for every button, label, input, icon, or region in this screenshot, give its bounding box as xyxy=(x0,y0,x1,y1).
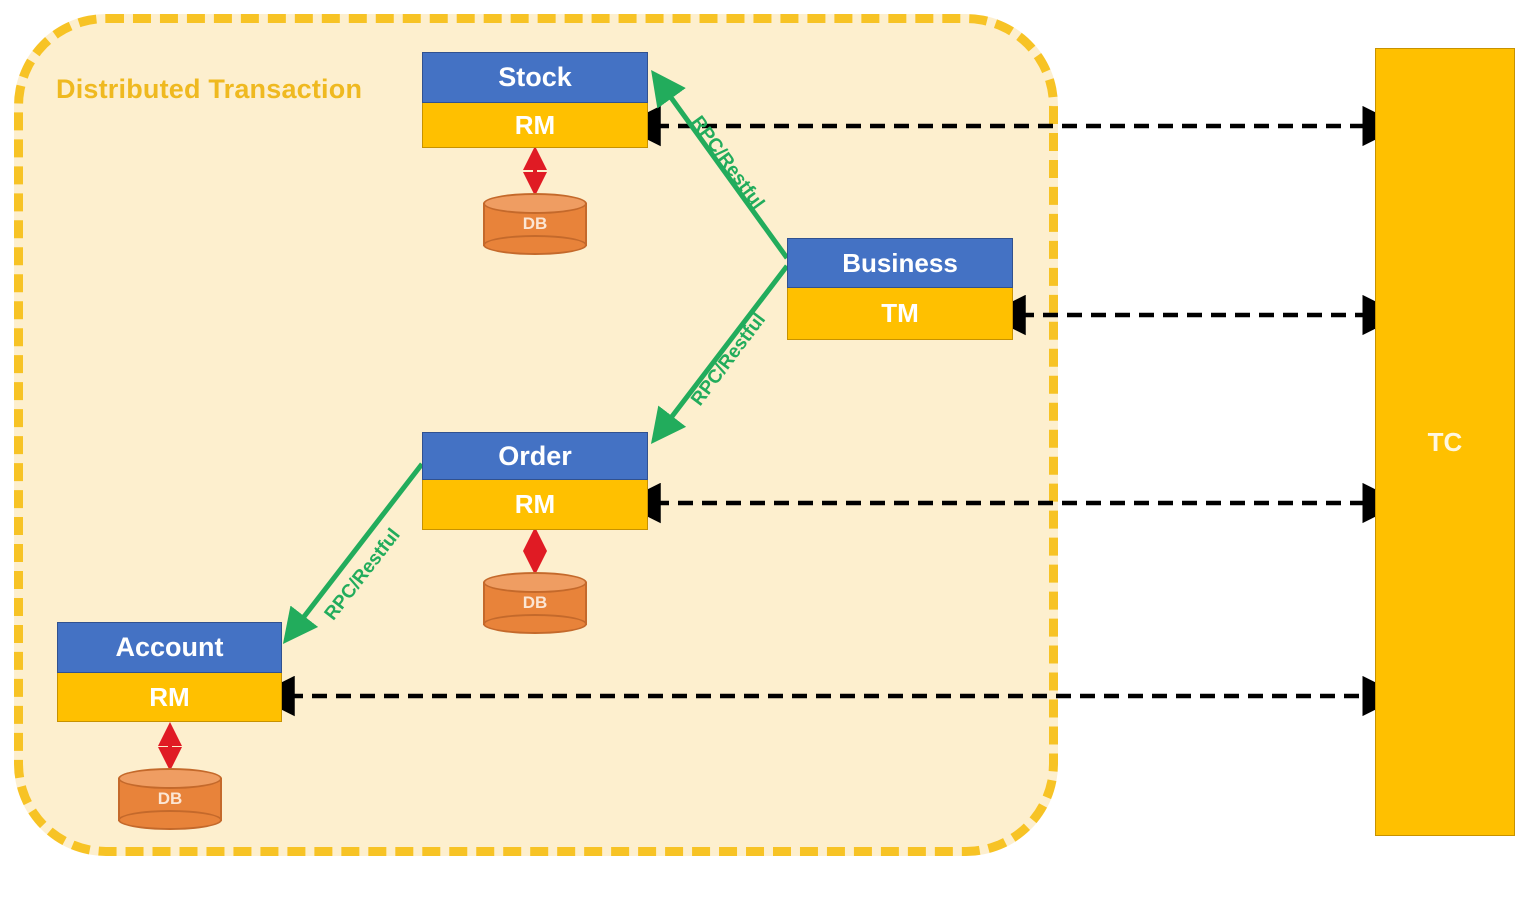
database-cylinder-account[interactable]: DB xyxy=(118,768,222,830)
transaction-coordinator-box[interactable]: TC xyxy=(1375,48,1515,836)
service-name-stock: Stock xyxy=(422,52,648,103)
cylinder-bottom-icon xyxy=(118,810,222,830)
service-name-order: Order xyxy=(422,432,648,480)
service-name-account: Account xyxy=(57,622,282,673)
rpc-label-order: RPC/Restful xyxy=(687,310,770,410)
cylinder-top-icon xyxy=(483,572,587,593)
database-cylinder-stock[interactable]: DB xyxy=(483,193,587,255)
cylinder-bottom-icon xyxy=(483,614,587,634)
service-box-order[interactable]: Order RM xyxy=(422,432,648,530)
service-component-account: RM xyxy=(57,673,282,722)
cylinder-top-icon xyxy=(483,193,587,214)
service-box-business[interactable]: Business TM xyxy=(787,238,1013,340)
cylinder-top-icon xyxy=(118,768,222,789)
service-component-order: RM xyxy=(422,480,648,530)
transaction-coordinator-label: TC xyxy=(1427,426,1463,457)
cylinder-bottom-icon xyxy=(483,235,587,255)
database-label: DB xyxy=(157,789,183,808)
service-box-stock[interactable]: Stock RM xyxy=(422,52,648,148)
database-cylinder-order[interactable]: DB xyxy=(483,572,587,634)
database-label: DB xyxy=(522,214,548,233)
distributed-transaction-label: Distributed Transaction xyxy=(56,74,363,104)
service-name-business: Business xyxy=(787,238,1013,288)
service-box-account[interactable]: Account RM xyxy=(57,622,282,722)
rpc-arrow-business-to-stock: RPC/Restful xyxy=(651,69,790,260)
database-label: DB xyxy=(522,593,548,612)
service-component-business: TM xyxy=(787,288,1013,340)
rpc-arrow-order-to-account: RPC/Restful xyxy=(282,462,424,644)
rpc-arrow-business-to-order: RPC/Restful xyxy=(650,264,789,444)
service-component-stock: RM xyxy=(422,103,648,148)
